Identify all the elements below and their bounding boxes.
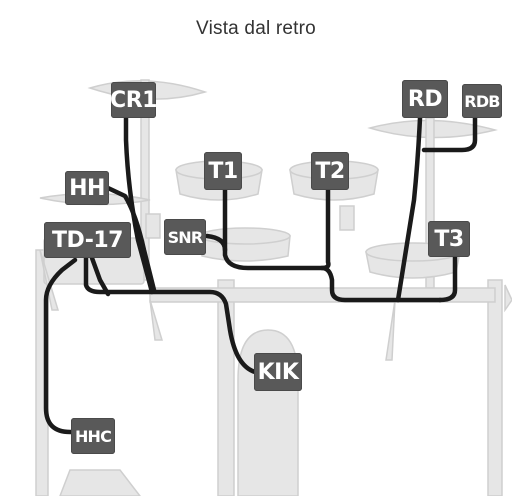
label-t1: T1 — [204, 152, 242, 190]
cable-rdb — [421, 115, 478, 153]
cable-t2 — [319, 187, 331, 271]
cable-hhc — [43, 257, 87, 435]
cable-kik — [83, 255, 258, 375]
label-kik: KIK — [254, 353, 302, 391]
label-rdb: RDB — [462, 84, 502, 118]
cable-t1-snr — [222, 187, 443, 303]
cable-hh — [105, 185, 157, 293]
cable-snr — [204, 233, 228, 253]
trigger-cables — [43, 103, 478, 435]
label-hhc: HHC — [71, 418, 115, 454]
label-hh: HH — [65, 171, 109, 205]
cable-td17-bundle — [89, 255, 111, 297]
cable-rd — [395, 115, 423, 303]
cable-t3 — [437, 251, 458, 303]
label-snr: SNR — [164, 219, 206, 255]
page-title: Vista dal retro — [196, 18, 316, 39]
label-t2: T2 — [311, 152, 349, 190]
label-cr1: CR1 — [110, 82, 157, 118]
label-t3: T3 — [428, 221, 470, 257]
hihat-pedal — [58, 469, 142, 497]
label-td17: TD-17 — [44, 222, 131, 258]
label-rd: RD — [402, 80, 448, 118]
cable-cr1 — [123, 103, 155, 295]
